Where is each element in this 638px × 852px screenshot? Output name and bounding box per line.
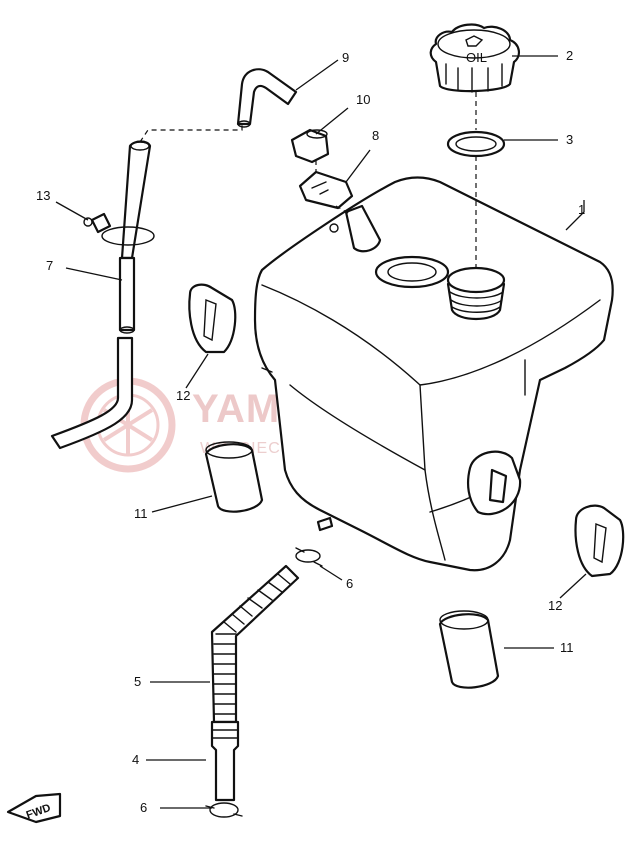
grommet-lower (574, 504, 625, 578)
callout-11-lower: 11 (560, 640, 574, 655)
corrugated-hose (210, 564, 300, 724)
o-ring (446, 130, 506, 158)
vent-pipe (50, 140, 152, 450)
callout-9: 9 (342, 50, 349, 65)
cap-lettering: OIL (466, 50, 487, 65)
callout-11-upper: 11 (134, 506, 148, 521)
breather-fitting (298, 170, 354, 210)
grommet-upper (188, 283, 237, 354)
hose-clip-lower (205, 802, 243, 818)
callout-7: 7 (46, 258, 53, 273)
collar-upper (204, 441, 264, 513)
callout-12-lower: 12 (548, 598, 562, 613)
assembly-lines (139, 92, 477, 268)
oil-tank (253, 176, 614, 572)
callout-labels: 1 2 3 4 5 6 6 7 8 9 10 11 11 12 12 13 (36, 48, 585, 815)
callout-6-lower: 6 (140, 800, 147, 815)
callout-13: 13 (36, 188, 50, 203)
breather-hose (236, 68, 298, 128)
collar-lower (438, 610, 500, 689)
damper (290, 128, 330, 164)
callout-1: 1 (578, 202, 585, 217)
hose-clamp-13 (83, 212, 155, 246)
callout-10: 10 (356, 92, 370, 107)
callout-8: 8 (372, 128, 379, 143)
callout-5: 5 (134, 674, 141, 689)
hose-clip-upper (295, 547, 323, 567)
fwd-arrow-icon: FWD (6, 792, 62, 824)
leader-lines (55, 55, 587, 809)
callout-3: 3 (566, 132, 573, 147)
oil-tank-cap: OIL (429, 23, 520, 93)
outlet-pipe (210, 720, 240, 802)
callout-4: 4 (132, 752, 139, 767)
callout-6-upper: 6 (346, 576, 353, 591)
callout-2: 2 (566, 48, 573, 63)
callout-12-upper: 12 (176, 388, 190, 403)
